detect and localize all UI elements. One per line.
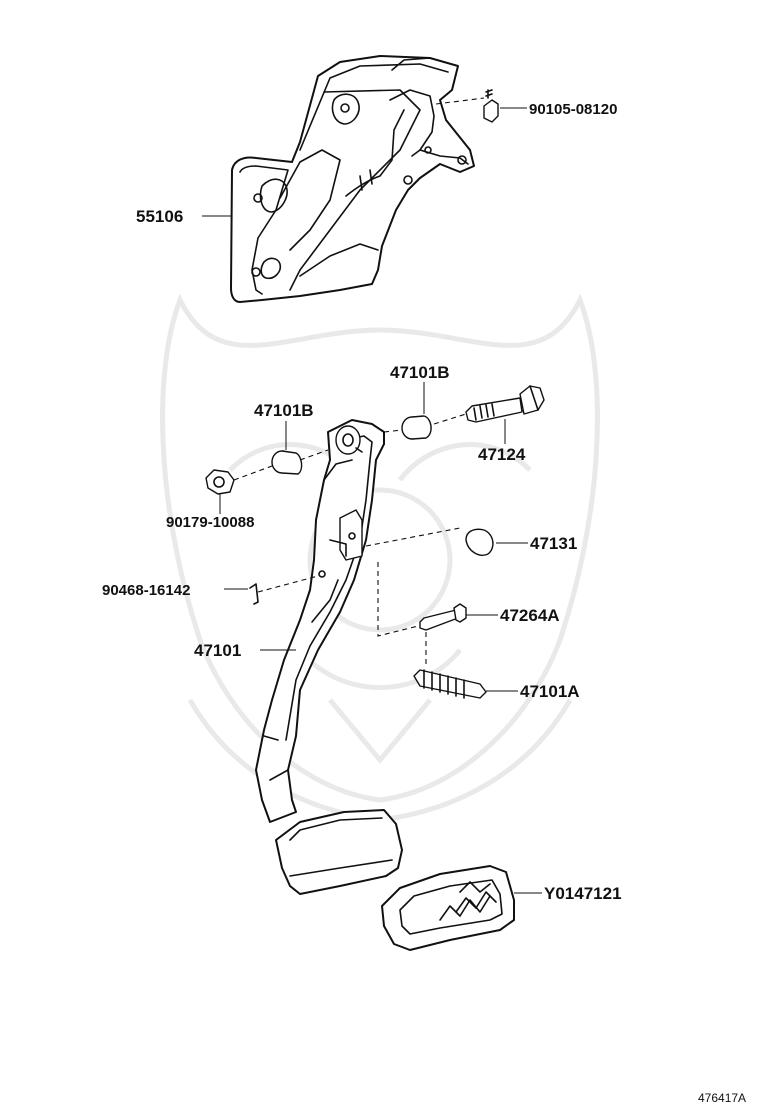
dash-line-47264a bbox=[377, 562, 419, 637]
watermark-emblem bbox=[160, 293, 600, 823]
dash-line-47131 bbox=[365, 527, 461, 547]
bushing-47101b-left bbox=[271, 450, 303, 475]
bolt-47124 bbox=[465, 385, 545, 423]
label-90468-16142: 90468-16142 bbox=[102, 582, 190, 599]
label-90105-08120: 90105-08120 bbox=[529, 101, 617, 118]
label-47101b-left: 47101B bbox=[254, 401, 314, 420]
dash-line-90105 bbox=[435, 97, 485, 105]
clip-90468-16142 bbox=[249, 583, 259, 605]
pad-cover-y0147121 bbox=[381, 865, 515, 951]
label-55106: 55106 bbox=[136, 207, 183, 226]
bolt-90105-08120 bbox=[483, 89, 499, 123]
label-47101b-top: 47101B bbox=[390, 363, 450, 382]
label-47101: 47101 bbox=[194, 641, 241, 660]
stop-cap-47131 bbox=[465, 528, 494, 556]
label-y0147121: Y0147121 bbox=[544, 884, 622, 903]
pedal-arm-47101 bbox=[255, 419, 385, 823]
label-90179-10088: 90179-10088 bbox=[166, 514, 254, 531]
pedal-pad bbox=[275, 809, 403, 895]
label-47101a: 47101A bbox=[520, 682, 580, 701]
nut-90179-10088 bbox=[205, 469, 235, 495]
label-47131: 47131 bbox=[530, 534, 577, 553]
dash-line-90468 bbox=[257, 575, 319, 593]
label-47124: 47124 bbox=[478, 445, 526, 464]
label-47264a: 47264A bbox=[500, 606, 560, 625]
pin-47264a bbox=[419, 603, 467, 631]
spring-47101a bbox=[413, 669, 487, 699]
dash-axis-pivot bbox=[233, 413, 467, 481]
bracket-55106 bbox=[230, 55, 475, 303]
bushing-47101b-top bbox=[401, 415, 432, 440]
diagram-id: 476417A bbox=[698, 1091, 746, 1105]
